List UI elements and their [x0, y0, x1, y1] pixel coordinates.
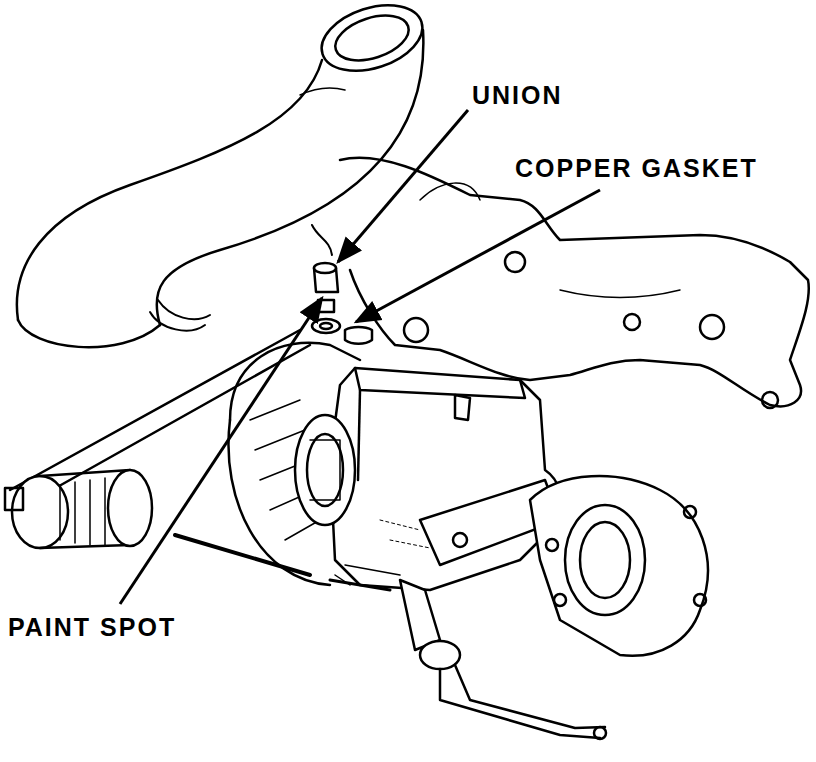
manifold: [340, 158, 809, 408]
union-fitting: [312, 225, 338, 312]
pump-body: [295, 368, 562, 590]
mounting-flange: [530, 476, 708, 656]
part-label: PAINT SPOT: [8, 615, 176, 640]
leader-line: [338, 110, 468, 262]
pulley: [5, 470, 152, 548]
leader-line: [120, 298, 322, 604]
part-label: COPPER GASKET: [515, 156, 758, 181]
part-label: UNION: [472, 83, 563, 108]
leader-line: [356, 190, 600, 322]
elbow-hose: [17, 0, 431, 347]
copper-gasket: [312, 319, 372, 344]
control-lever: [330, 580, 606, 739]
